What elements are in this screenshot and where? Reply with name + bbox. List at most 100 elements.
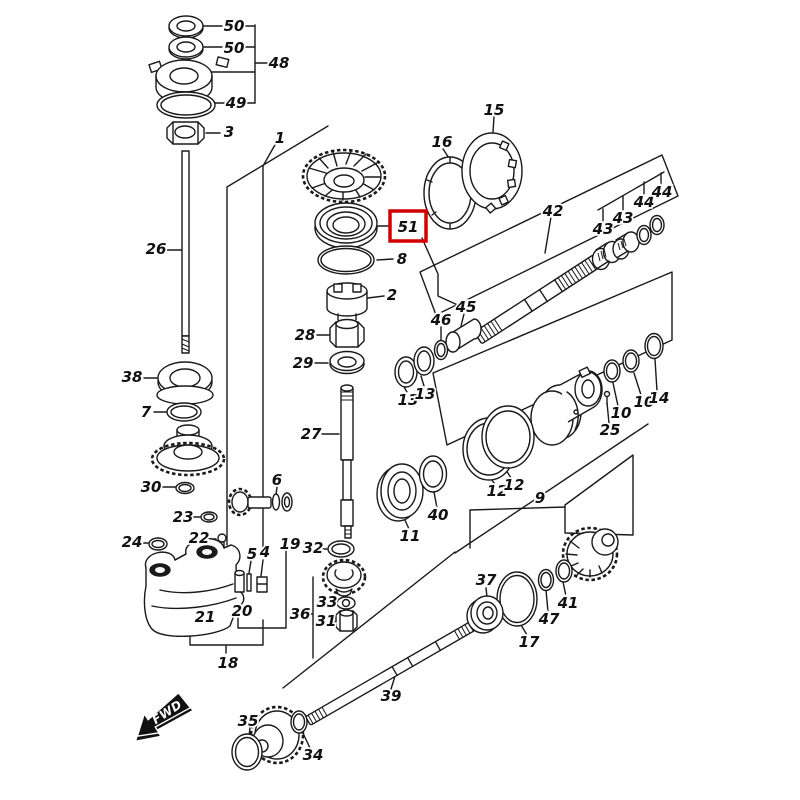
- part-label-2: 2: [387, 286, 397, 304]
- assembly-frame-lines: [189, 24, 679, 689]
- part-label-44b: 44: [651, 183, 673, 201]
- o-ring-12b: [481, 405, 535, 469]
- part-label-42: 42: [542, 202, 564, 220]
- bearing-37: [466, 595, 504, 634]
- part-label-4: 4: [259, 543, 270, 561]
- washer-5: [246, 573, 252, 592]
- oil-seal-13b: [413, 346, 435, 376]
- needle-bearing-43b: [612, 231, 640, 260]
- part-label-16: 16: [432, 133, 453, 151]
- part-label-44a: 44: [633, 193, 655, 211]
- prop-shaft-39: [305, 620, 477, 726]
- snap-ring-47: [537, 568, 555, 592]
- part-label-9: 9: [535, 489, 545, 507]
- part-label-11: 11: [400, 527, 421, 545]
- forward-bevel-gear: [301, 148, 387, 204]
- part-label-7: 7: [141, 403, 152, 421]
- bearing-38: [156, 361, 214, 405]
- part-label-17: 17: [519, 633, 540, 651]
- o-ring-34: [290, 710, 308, 734]
- part-label-18: 18: [218, 654, 239, 672]
- pinion-gear-36: [321, 558, 367, 597]
- part-label-35: 35: [238, 712, 259, 730]
- part-label-8: 8: [397, 250, 407, 268]
- o-ring-7: [166, 402, 202, 422]
- ring-46: [433, 339, 449, 361]
- part-label-24: 24: [122, 533, 143, 551]
- part-label-38: 38: [122, 368, 143, 386]
- bearing-51: [314, 202, 378, 249]
- nut-28: [329, 318, 365, 348]
- part-label-39: 39: [381, 687, 402, 705]
- part-label-23: 23: [173, 508, 194, 526]
- shim-8: [317, 245, 375, 275]
- bearing-housing-9: [530, 366, 603, 446]
- seal-44b: [649, 214, 665, 236]
- part-label-13b: 13: [415, 385, 436, 403]
- washer-33: [336, 596, 356, 610]
- bushing-20: [234, 569, 245, 593]
- seal-40: [418, 455, 448, 493]
- part-label-40: 40: [427, 506, 449, 524]
- part-label-34: 34: [303, 746, 324, 764]
- part-label-30: 30: [141, 478, 162, 496]
- part-label-10b: 10: [634, 393, 655, 411]
- part-label-3: 3: [224, 123, 234, 141]
- part-label-27: 27: [301, 425, 322, 443]
- part-label-25: 25: [600, 421, 621, 439]
- vertical-driveshaft-26: [181, 150, 190, 354]
- pump-drive-gear: [150, 424, 226, 477]
- ring-10a: [603, 359, 621, 383]
- part-label-28: 28: [295, 326, 316, 344]
- reverse-bevel-gear: [561, 526, 619, 582]
- spacer-4: [256, 576, 268, 593]
- part-label-45: 45: [455, 298, 477, 316]
- part-label-48: 48: [268, 54, 290, 72]
- part-label-50a: 50: [224, 17, 245, 35]
- part-label-46: 46: [430, 311, 452, 329]
- part-label-51: 51: [398, 218, 419, 236]
- part-label-12b: 12: [504, 476, 525, 494]
- shift-pinion-shaft: [227, 487, 293, 517]
- part-label-49: 49: [225, 94, 247, 112]
- part-label-22: 22: [189, 529, 210, 547]
- part-label-10a: 10: [611, 404, 632, 422]
- part-label-26: 26: [146, 240, 167, 258]
- part-label-43b: 43: [612, 209, 634, 227]
- part-label-1: 1: [275, 129, 285, 147]
- part-label-43a: 43: [592, 220, 614, 238]
- part-label-12a: 12: [487, 482, 508, 500]
- part-label-29: 29: [293, 354, 314, 372]
- part-label-20: 20: [232, 602, 253, 620]
- part-label-13a: 13: [398, 391, 419, 409]
- o-ring-23: [200, 511, 218, 523]
- o-ring-30: [175, 481, 195, 495]
- part-label-21: 21: [195, 608, 216, 626]
- part-label-5: 5: [247, 545, 257, 563]
- o-ring-41: [555, 559, 573, 583]
- part-label-31: 31: [316, 612, 337, 630]
- upper-seal-housing-stack: [148, 15, 230, 145]
- part-label-15: 15: [484, 101, 505, 119]
- driveshaft-42: [474, 254, 601, 344]
- part-label-36: 36: [290, 605, 311, 623]
- o-ring-14: [644, 332, 664, 360]
- sleeve-45: [445, 318, 482, 353]
- nut-31: [335, 609, 358, 632]
- bearing-cage-15: [461, 132, 523, 214]
- ring-10b: [622, 349, 640, 373]
- part-label-33: 33: [317, 593, 338, 611]
- part-label-14: 14: [649, 389, 670, 407]
- o-ring-24: [148, 537, 168, 551]
- seal-44a: [636, 224, 652, 246]
- o-ring-35: [231, 733, 263, 771]
- propeller-shaft-27: [340, 384, 354, 539]
- part-label-6: 6: [272, 471, 282, 489]
- bearing-11: [376, 463, 424, 522]
- thrust-washer-29: [329, 350, 365, 375]
- pin-25: [603, 390, 611, 405]
- part-label-37: 37: [476, 571, 497, 589]
- o-ring-32: [327, 540, 355, 558]
